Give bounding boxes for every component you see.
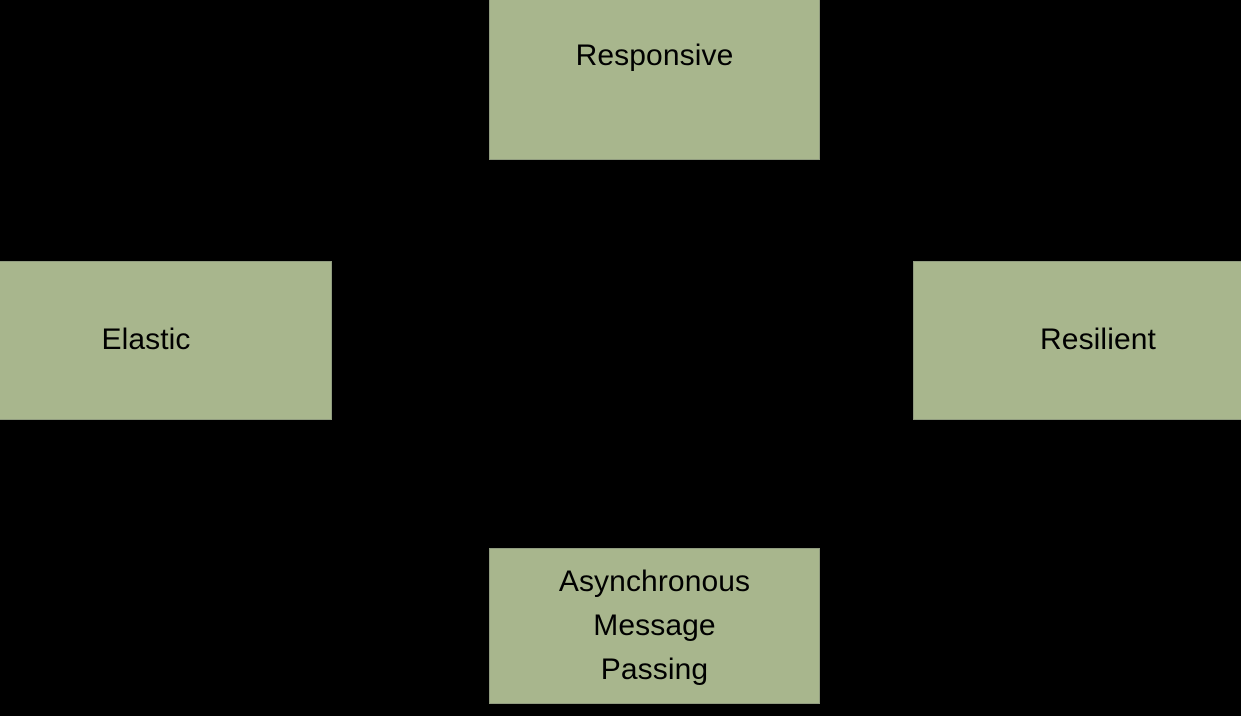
connector-elastic-to-responsive	[332, 72, 487, 302]
node-asynchronous-message-passing-label: Asynchronous Message Passing	[558, 564, 751, 687]
connector-stub-resilient-left	[909, 338, 913, 345]
node-responsive[interactable]: Responsive	[489, 0, 820, 160]
connector-async-to-elastic	[334, 372, 487, 628]
node-responsive-label: Responsive	[575, 38, 734, 72]
node-elastic[interactable]: Elastic	[0, 261, 332, 420]
node-elastic-label: Elastic	[101, 323, 191, 357]
connector-stub-resilient-top	[1064, 255, 1074, 261]
connector-stub-elastic-bottom	[166, 419, 170, 424]
connector-async-to-resilient	[822, 372, 911, 628]
connector-stub-elastic-top	[164, 255, 174, 261]
node-resilient[interactable]: Resilient	[913, 261, 1241, 420]
connector-stub-responsive-right	[820, 78, 824, 85]
connector-stub-async-right	[820, 622, 824, 629]
connector-stub-resilient-bottom	[1076, 419, 1080, 424]
connector-stub-async-left	[485, 622, 489, 629]
node-resilient-label: Resilient	[1040, 323, 1156, 357]
connector-stub-responsive-left	[485, 78, 489, 85]
node-asynchronous-message-passing[interactable]: Asynchronous Message Passing	[489, 548, 820, 704]
connector-resilient-to-responsive	[822, 72, 913, 302]
